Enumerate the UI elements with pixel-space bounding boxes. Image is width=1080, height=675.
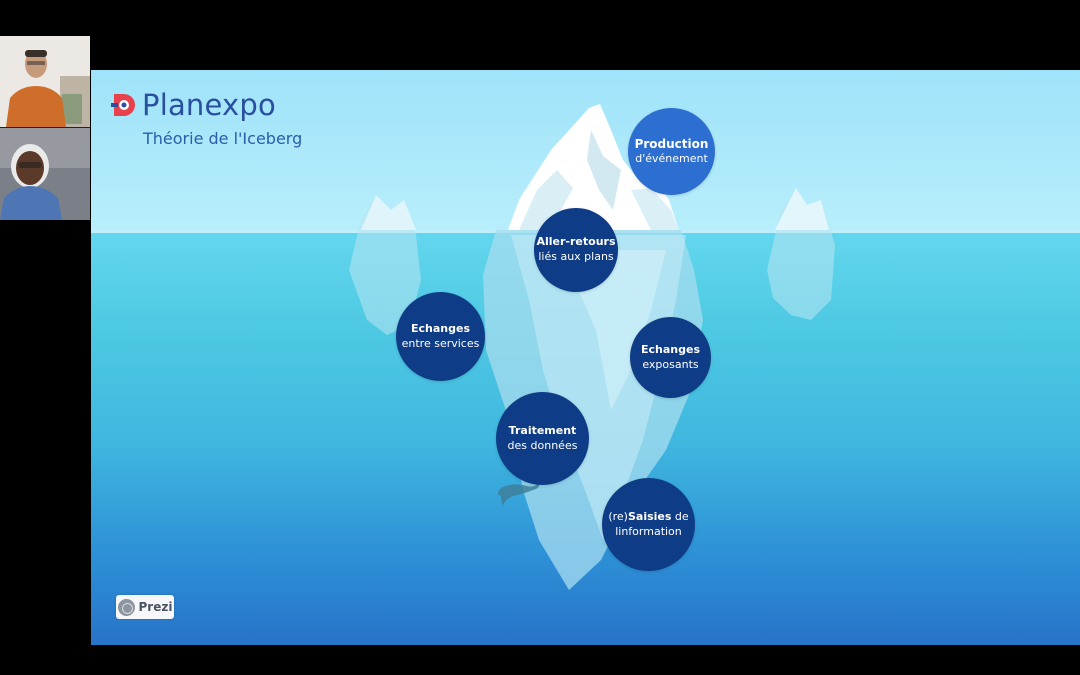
bubble-production[interactable]: Production d'événement [628,108,715,195]
bubble-subtitle: d'événement [635,152,708,167]
bubble-title: Production [635,136,709,152]
bubble-title: Aller-retours [536,235,615,250]
iceberg-illustration [91,70,1080,645]
bubble-subtitle: exposants [642,358,698,373]
video-tile-participant-2[interactable] [0,128,90,220]
bubble-title: Echanges [641,343,700,358]
presentation-slide: Planexpo Théorie de l'Iceberg Production… [91,70,1080,645]
bubble-echanges-services[interactable]: Echanges entre services [396,292,485,381]
video-tile-participant-1[interactable] [0,36,90,127]
bubble-subtitle: entre services [402,337,480,352]
bubble-title: Echanges [411,322,470,337]
prezi-logo-icon [118,599,135,616]
slide-subtitle: Théorie de l'Iceberg [143,129,302,148]
prezi-badge[interactable]: Prezi [116,595,174,619]
bubble-subtitle: des données [508,439,578,454]
bubble-subtitle: liés aux plans [538,250,613,265]
bubble-traitement[interactable]: Traitement des données [496,392,589,485]
planexpo-logo-icon [111,92,137,118]
bubble-echanges-exposants[interactable]: Echanges exposants [630,317,711,398]
planexpo-logo: Planexpo [111,88,276,122]
participant-2-avatar [0,128,90,220]
bubble-aller-retours[interactable]: Aller-retours liés aux plans [534,208,618,292]
prezi-label: Prezi [139,600,173,614]
bubble-subtitle: linformation [615,525,682,540]
bubble-title: (re)Saisies de [608,510,688,525]
participant-1-avatar [0,36,90,127]
brand-name: Planexpo [142,88,276,122]
bubble-title: Traitement [509,424,577,439]
bubble-saisies[interactable]: (re)Saisies de linformation [602,478,695,571]
